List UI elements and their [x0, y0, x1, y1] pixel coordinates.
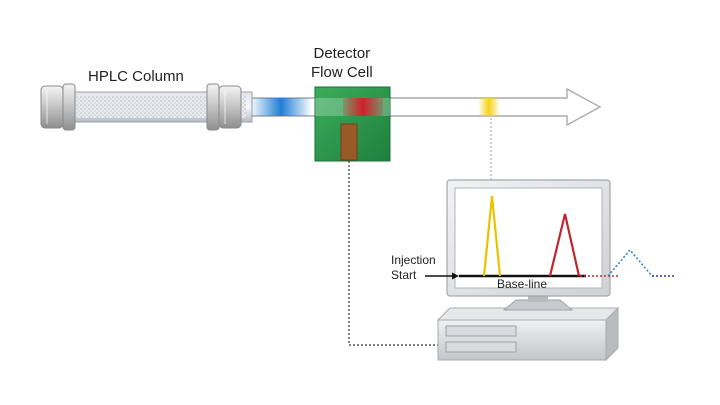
detector-label-line1: Detector: [313, 45, 371, 62]
peak-yellow: [482, 195, 502, 277]
peak-red: [548, 213, 581, 277]
hplc-column: [40, 83, 253, 131]
analyte-band-yellow: [478, 98, 500, 116]
analyte-band-red: [343, 98, 383, 116]
detector-label: Detector Flow Cell: [311, 44, 373, 82]
detector-label-line2: Flow Cell: [311, 64, 373, 81]
analyte-band-blue: [250, 98, 312, 116]
chromatogram: [425, 195, 676, 280]
detector-flow-cell: [314, 86, 391, 162]
injection-label-line2: Start: [391, 268, 417, 282]
injection-label-line1: Injection: [391, 253, 436, 267]
injection-label: Injection Start: [391, 253, 436, 283]
computer-icon: [436, 306, 620, 362]
drive-bay-bottom: [445, 341, 517, 353]
column-left-fitting: [40, 83, 76, 131]
signal-cable: [348, 161, 438, 346]
monitor-screen: [454, 187, 603, 289]
baseline-label: Base-line: [497, 277, 548, 291]
peak-blue-projected: [607, 248, 653, 277]
detector-sensor: [340, 123, 358, 161]
column-label: HPLC Column: [88, 68, 184, 85]
drive-bay-top: [445, 325, 517, 337]
column-right-fitting: [206, 83, 242, 131]
